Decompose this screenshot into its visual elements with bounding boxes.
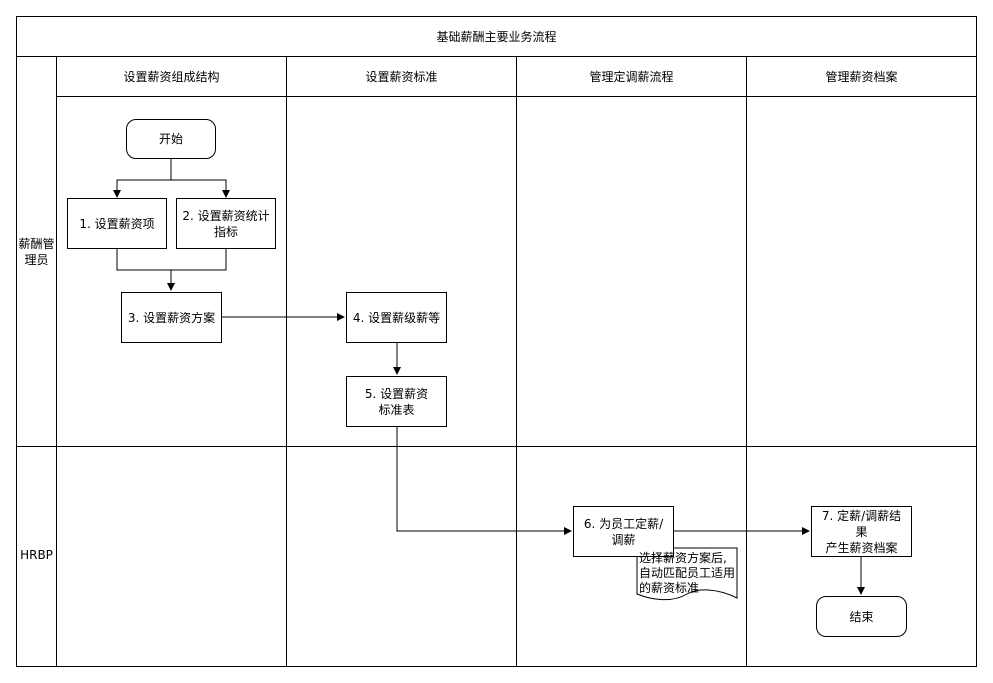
- diagram-title: 基础薪酬主要业务流程: [16, 16, 977, 57]
- lane-cell: [746, 96, 977, 447]
- step1-node: 1. 设置薪资项: [67, 198, 167, 249]
- edge-step5-to-step6: [396, 426, 572, 535]
- start-node: 开始: [126, 119, 216, 159]
- edge-step1-step2-merge: [116, 249, 227, 271]
- lane-cell: [516, 96, 747, 447]
- end-node: 结束: [816, 596, 907, 637]
- lane-label-admin: 薪酬管 理员: [18, 237, 55, 267]
- step6-node: 6. 为员工定薪/ 调薪: [573, 506, 674, 557]
- lane-cell: [56, 446, 287, 667]
- step5-node: 5. 设置薪资 标准表: [346, 376, 447, 427]
- edge-start-to-step2: [171, 179, 230, 198]
- step7-node: 7. 定薪/调薪结果 产生薪资档案: [811, 506, 912, 557]
- step4-node: 4. 设置薪级薪等: [346, 292, 447, 343]
- step3-node: 3. 设置薪资方案: [121, 292, 222, 343]
- column-header-adjust: 管理定调薪流程: [516, 56, 747, 97]
- note-document-shape: [636, 547, 738, 601]
- lane-label-hrbp: HRBP: [20, 548, 53, 562]
- step2-node: 2. 设置薪资统计 指标: [176, 198, 276, 249]
- edge-start-to-step1: [113, 159, 172, 198]
- note-text: 选择薪资方案后, 自动匹配员工适用 的薪资标准: [639, 551, 736, 595]
